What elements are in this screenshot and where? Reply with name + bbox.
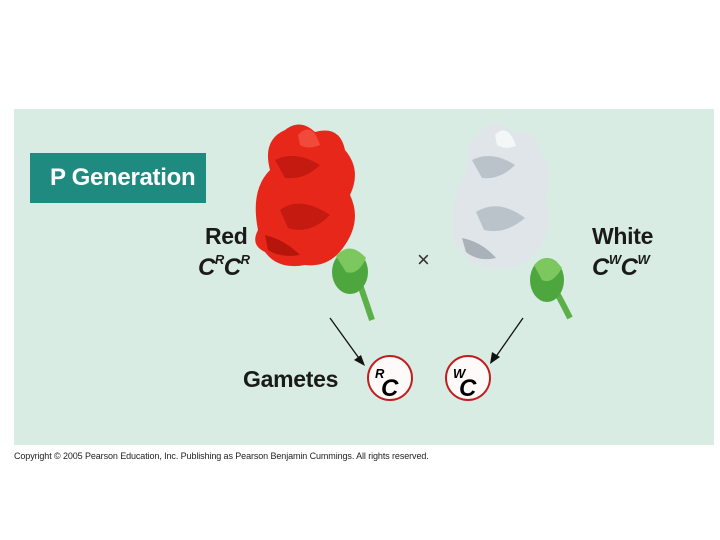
cross-symbol: ×	[417, 247, 430, 273]
red-flower-image	[255, 124, 372, 320]
red-genotype-label: CRCR	[198, 252, 249, 282]
arrow-red-to-gamete	[330, 318, 365, 366]
arrow-white-to-gamete	[490, 318, 523, 364]
generation-title: P Generation	[30, 153, 206, 203]
white-genotype-label: CWCW	[592, 252, 649, 282]
gametes-label: Gametes	[243, 366, 338, 393]
copyright-notice: Copyright © 2005 Pearson Education, Inc.…	[14, 451, 429, 461]
white-flower-image	[454, 124, 570, 318]
red-phenotype-label: Red	[205, 223, 248, 250]
white-phenotype-label: White	[592, 223, 653, 250]
